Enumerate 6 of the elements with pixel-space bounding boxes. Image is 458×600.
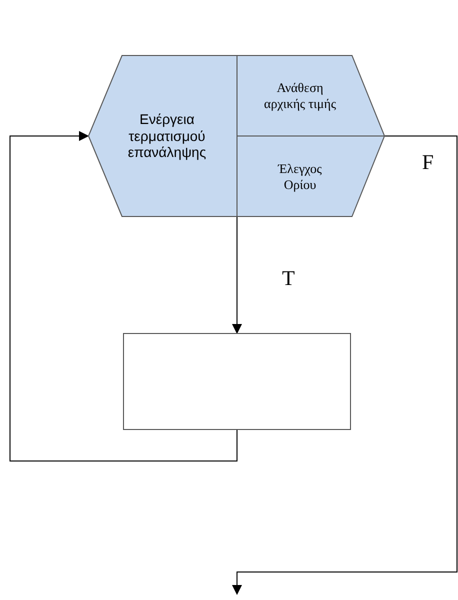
- arrow: [232, 136, 458, 595]
- arrow: [232, 216, 242, 334]
- node-text: Ανάθεση αρχικής τιμής: [263, 78, 337, 113]
- arrow: [10, 131, 238, 462]
- node-text: Έλεγχος Ορίου: [276, 160, 323, 194]
- node-text: Ενέργεια τερματισμού επανάληψης: [126, 110, 208, 162]
